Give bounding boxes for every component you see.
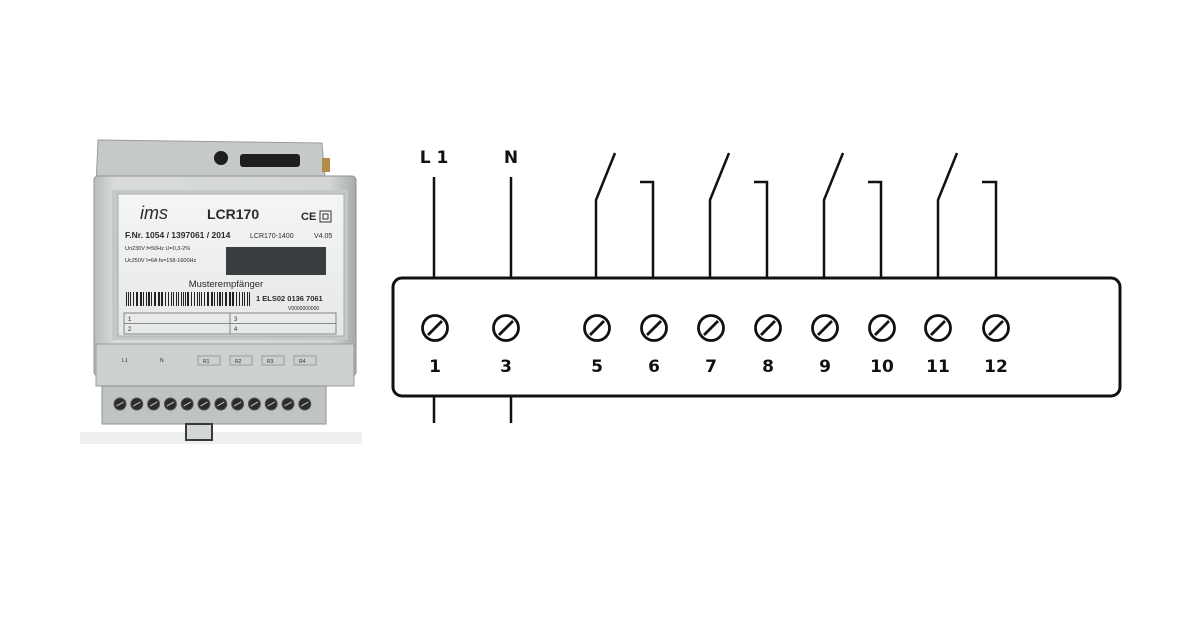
device-table-cell: 4 (234, 327, 238, 333)
terminal-10: 10 (868, 314, 896, 377)
screw-slot (498, 320, 514, 336)
device-ce-mark: CE (301, 211, 316, 223)
screw-slot (646, 320, 662, 336)
screw-slot (703, 320, 719, 336)
device-table-cell: 2 (128, 327, 132, 333)
device-spec-1: Un230V f=50Hz U=0,3-2% (125, 246, 190, 252)
screw-slot (589, 320, 605, 336)
device-din-clip (185, 423, 213, 441)
device-terminal-mark: R4 (299, 359, 306, 365)
terminal-11: 11 (924, 314, 952, 377)
terminal-number: 11 (926, 357, 950, 377)
device-table-cell: 3 (234, 317, 238, 323)
device-photo: ims LCR170 CE F.Nr. 1054 / 1397061 / 201… (80, 139, 362, 444)
device-barcode (126, 292, 250, 306)
device-terminal-mark: R2 (235, 359, 242, 365)
device-model: LCR170 (207, 206, 259, 222)
wiring-diagram: L 1 N 1 3 5 6 7 8 9 10 11 12 (391, 148, 1122, 423)
relay-contact-1 (594, 152, 655, 278)
device-antenna (322, 158, 330, 172)
relay-contact-2 (708, 152, 769, 278)
device-variant: LCR170-1400 (250, 233, 294, 240)
terminal-number: 10 (870, 357, 894, 377)
terminal-5: 5 (583, 314, 611, 377)
device-table-cell: 1 (128, 317, 132, 323)
terminal-number: 1 (429, 357, 441, 377)
screw-slot (988, 320, 1004, 336)
device-led-hole (214, 151, 228, 165)
device-terminal-mark: L1 (122, 358, 128, 364)
screw-slot (874, 320, 890, 336)
terminal-row: 1 3 5 6 7 8 9 10 11 12 (421, 314, 1010, 377)
terminal-7: 7 (697, 314, 725, 377)
terminal-number: 12 (984, 357, 1008, 377)
terminal-block (391, 276, 1122, 398)
terminal-number: 7 (705, 357, 717, 377)
device-display (226, 247, 326, 275)
device-terminal-mark: R3 (267, 359, 274, 365)
supply-label-l1: L 1 (420, 148, 449, 168)
device-version: V4.05 (314, 233, 332, 240)
terminal-number: 6 (648, 357, 660, 377)
terminal-number: 8 (762, 357, 774, 377)
device-terminal-mark: R1 (203, 359, 210, 365)
terminal-6: 6 (640, 314, 668, 377)
device-spec-2: Uc250V I=6A fs=158-1600Hz (125, 258, 196, 264)
device-slot (240, 154, 300, 167)
device-fnr: F.Nr. 1054 / 1397061 / 2014 (125, 230, 231, 240)
device-serial: 1 ELS02 0136 7061 (256, 294, 323, 303)
device-receiver-label: Musterempfänger (189, 279, 263, 290)
terminal-8: 8 (754, 314, 782, 377)
screw-slot (760, 320, 776, 336)
device-logo: ims (140, 203, 168, 223)
relay-contact-4 (936, 152, 998, 278)
device-terminal-mark: N (160, 358, 164, 364)
relay-contact-3 (822, 152, 883, 278)
terminal-number: 3 (500, 357, 512, 377)
device-double-insulation-icon (319, 210, 332, 223)
terminal-number: 5 (591, 357, 603, 377)
supply-label-n: N (504, 148, 518, 168)
terminal-1: 1 (421, 314, 449, 377)
device-screws (113, 397, 312, 411)
device-small-code: V0000000000 (288, 306, 319, 312)
terminal-number: 9 (819, 357, 831, 377)
terminal-9: 9 (811, 314, 839, 377)
screw-slot (427, 320, 443, 336)
terminal-12: 12 (982, 314, 1010, 377)
device-floor-shadow (80, 432, 362, 444)
terminal-3: 3 (492, 314, 520, 377)
screw-slot (817, 320, 833, 336)
screw-slot (930, 320, 946, 336)
